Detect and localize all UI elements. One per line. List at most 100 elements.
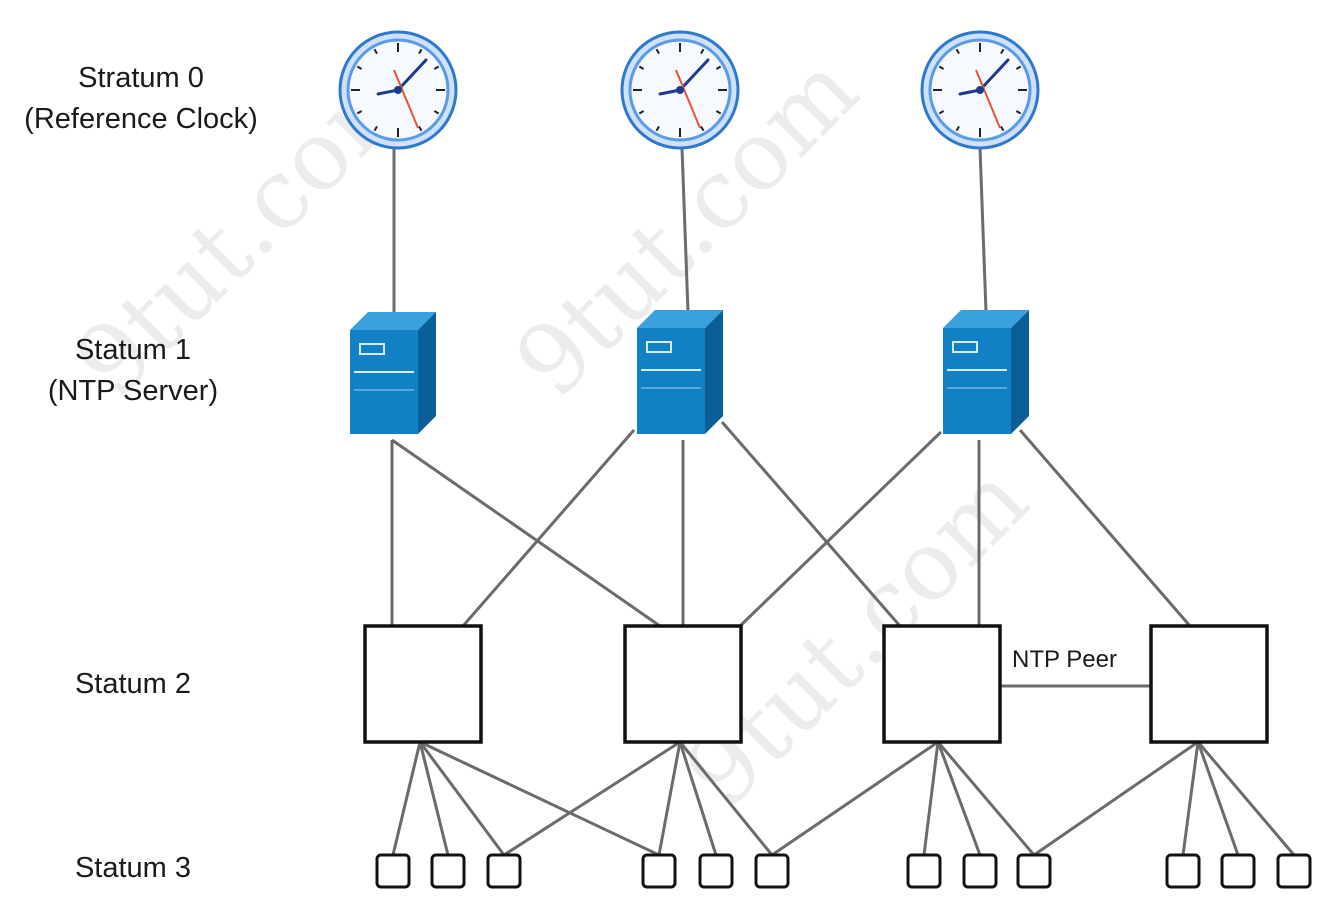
fan-link bbox=[678, 741, 718, 856]
clock-tick bbox=[938, 110, 945, 115]
fan-link bbox=[678, 741, 774, 856]
server-top bbox=[943, 310, 1029, 328]
fan-link bbox=[922, 741, 940, 856]
stratum-2-title: Statum 2 bbox=[74, 668, 192, 700]
clock-icon bbox=[338, 30, 458, 150]
clock-tick bbox=[1000, 48, 1005, 55]
stratum-2-node bbox=[363, 624, 483, 744]
stratum-3-label: Statum 3 bbox=[0, 848, 266, 889]
stratum-3-node bbox=[375, 853, 411, 889]
connection-lines bbox=[390, 147, 1296, 857]
stratum-1-label: Statum 1 (NTP Server) bbox=[0, 330, 266, 412]
clock-tick bbox=[373, 125, 378, 132]
clock-tick bbox=[1015, 65, 1022, 70]
clock-tick bbox=[356, 110, 363, 115]
server-drive-slot bbox=[359, 343, 385, 355]
clock-second-hand bbox=[675, 69, 701, 129]
clock-minute-hand bbox=[978, 58, 1010, 92]
clock-tick bbox=[655, 125, 660, 132]
nodes bbox=[338, 30, 1312, 889]
clock-tick bbox=[418, 125, 423, 132]
stratum-3-node bbox=[962, 853, 998, 889]
clock-center bbox=[394, 86, 402, 94]
stratum-2-label: Statum 2 bbox=[0, 664, 266, 705]
fan-link bbox=[1196, 741, 1240, 856]
stratum-3-node bbox=[698, 853, 734, 889]
fan-link bbox=[418, 741, 450, 856]
clock-tick bbox=[433, 110, 440, 115]
ntp-peer-label: NTP Peer bbox=[1012, 646, 1117, 673]
clock-server-link bbox=[680, 147, 690, 313]
server-s2-link bbox=[738, 430, 943, 628]
clock-server-link bbox=[978, 147, 988, 313]
server-icon bbox=[350, 312, 436, 434]
stratum-3-node bbox=[906, 853, 942, 889]
clock-second-hand bbox=[393, 69, 419, 129]
server-s2-link bbox=[391, 438, 661, 628]
fan-link bbox=[418, 741, 506, 856]
stratum-3-node bbox=[430, 853, 466, 889]
stratum-2-node bbox=[623, 624, 743, 744]
server-side bbox=[705, 310, 723, 434]
server-drive-slot bbox=[646, 341, 672, 353]
cross-link bbox=[771, 740, 939, 857]
clock-tick bbox=[356, 65, 363, 70]
clock-tick bbox=[715, 110, 722, 115]
fan-link bbox=[936, 741, 982, 856]
stratum-3-node bbox=[1220, 853, 1256, 889]
clock-icon bbox=[620, 30, 740, 150]
clock-tick bbox=[638, 110, 645, 115]
stratum-2-node bbox=[1149, 624, 1269, 744]
clock-minute-hand bbox=[396, 58, 428, 92]
cross-link bbox=[503, 740, 681, 857]
cross-link bbox=[1033, 740, 1199, 857]
server-side bbox=[1011, 310, 1029, 434]
stratum-1-subtitle: (NTP Server) bbox=[47, 375, 219, 407]
server-side bbox=[418, 312, 436, 434]
clock-tick bbox=[1015, 110, 1022, 115]
stratum-3-node bbox=[641, 853, 677, 889]
clock-tick bbox=[955, 48, 960, 55]
clock-tick bbox=[638, 65, 645, 70]
clock-second-hand bbox=[975, 69, 1001, 129]
server-s2-link bbox=[720, 421, 902, 627]
fan-link bbox=[391, 741, 422, 856]
clock-tick bbox=[433, 65, 440, 70]
clock-tick bbox=[700, 48, 705, 55]
stratum-0-subtitle: (Reference Clock) bbox=[24, 103, 258, 135]
stratum-3-title: Statum 3 bbox=[74, 852, 192, 884]
cross-link bbox=[419, 740, 660, 857]
fan-link bbox=[936, 741, 1036, 856]
fan-link bbox=[1196, 741, 1296, 856]
clock-tick bbox=[373, 48, 378, 55]
stratum-3-node bbox=[754, 853, 790, 889]
server-drive-slot bbox=[952, 341, 978, 353]
fan-link bbox=[1181, 741, 1200, 856]
server-s2-link bbox=[461, 429, 636, 627]
stratum-1-title: Statum 1 bbox=[74, 334, 192, 366]
server-top bbox=[350, 312, 436, 330]
clock-icon bbox=[920, 30, 1040, 150]
clock-tick bbox=[418, 48, 423, 55]
server-icon bbox=[943, 310, 1029, 434]
clock-tick bbox=[938, 65, 945, 70]
fan-link bbox=[657, 741, 682, 856]
stratum-0-label: Stratum 0 (Reference Clock) bbox=[0, 58, 282, 140]
stratum-3-node bbox=[1165, 853, 1201, 889]
server-top bbox=[637, 310, 723, 328]
clock-tick bbox=[655, 48, 660, 55]
stratum-3-node bbox=[486, 853, 522, 889]
server-s2-link bbox=[1018, 429, 1192, 627]
clock-tick bbox=[1000, 125, 1005, 132]
stratum-0-title: Stratum 0 bbox=[78, 62, 204, 94]
clock-tick bbox=[955, 125, 960, 132]
stratum-3-node bbox=[1016, 853, 1052, 889]
clock-tick bbox=[715, 65, 722, 70]
stratum-3-node bbox=[1276, 853, 1312, 889]
clock-minute-hand bbox=[678, 58, 710, 92]
stratum-2-node bbox=[882, 624, 1002, 744]
clock-center bbox=[676, 86, 684, 94]
server-icon bbox=[637, 310, 723, 434]
clock-tick bbox=[700, 125, 705, 132]
